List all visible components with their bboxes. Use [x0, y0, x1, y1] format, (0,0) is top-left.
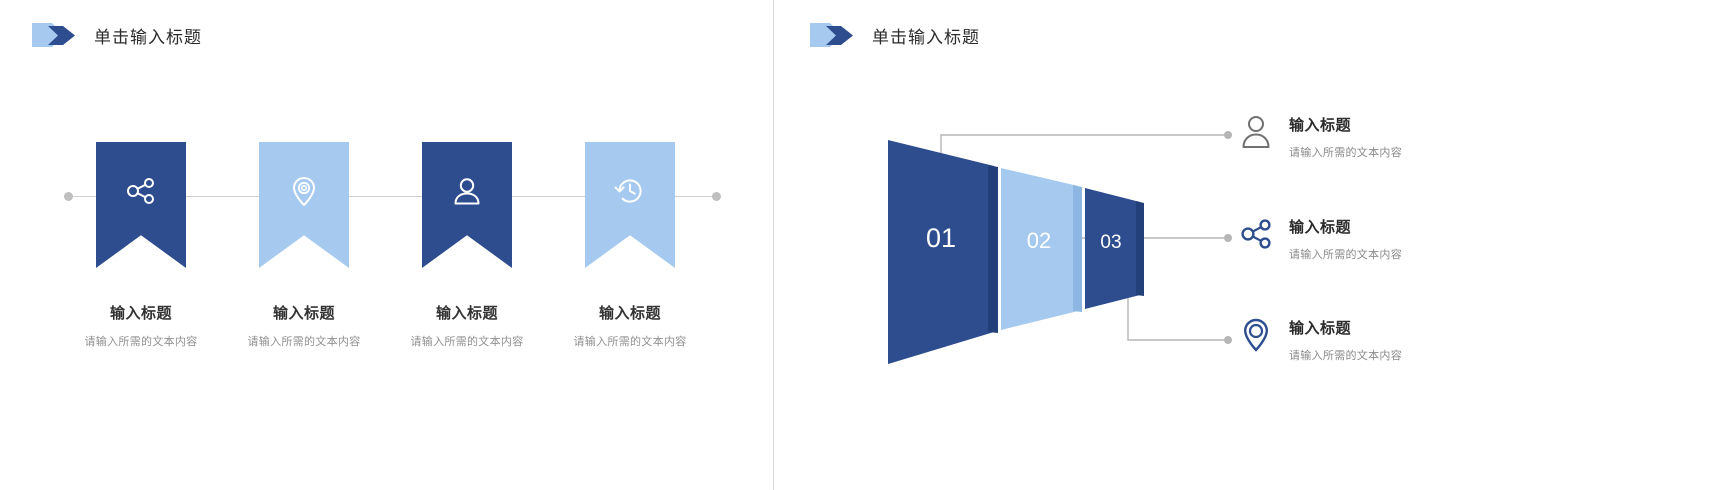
share-icon — [124, 174, 158, 208]
funnel-info-item-3[interactable]: 输入标题 请输入所需的文本内容 — [1239, 315, 1402, 363]
timeline-dot-start — [64, 192, 73, 201]
funnel-info-desc-3: 请输入所需的文本内容 — [1289, 350, 1402, 362]
funnel-label-02: 02 — [1027, 228, 1051, 253]
ribbon-banner-1[interactable] — [96, 142, 186, 268]
funnel-chart: 01 02 03 — [888, 140, 1268, 380]
user-icon — [1239, 112, 1273, 152]
funnel-label-03: 03 — [1100, 232, 1121, 253]
funnel-segment-01: 01 — [888, 140, 998, 364]
ribbon-title-1: 输入标题 — [109, 305, 172, 322]
history-clock-icon — [613, 174, 647, 208]
ribbon-title-4: 输入标题 — [598, 305, 661, 322]
ribbon-banner-3[interactable] — [422, 142, 512, 268]
user-icon — [450, 174, 484, 208]
funnel-info-title-2: 输入标题 — [1289, 219, 1352, 236]
slide-divider — [773, 0, 774, 490]
ribbon-timeline: 输入标题 请输入所需的文本内容 输入标题 请输入所需的文本内容 — [0, 0, 773, 490]
ribbon-item-2[interactable]: 输入标题 请输入所需的文本内容 — [216, 142, 392, 349]
timeline-connector-line — [68, 196, 716, 197]
funnel-segment-03: 03 — [1085, 188, 1144, 309]
ribbon-banner-4[interactable] — [585, 142, 675, 268]
location-pin-icon — [287, 174, 321, 208]
right-slide-header: 单击输入标题 — [808, 20, 980, 50]
ribbon-title-3: 输入标题 — [435, 305, 498, 322]
right-slide: 单击输入标题 01 — [773, 0, 1720, 490]
ribbon-item-1[interactable]: 输入标题 请输入所需的文本内容 — [53, 142, 229, 349]
timeline-dot-end — [712, 192, 721, 201]
left-header-title: 单击输入标题 — [94, 27, 202, 47]
funnel-info-item-2[interactable]: 输入标题 请输入所需的文本内容 — [1239, 214, 1402, 262]
ribbon-desc-2: 请输入所需的文本内容 — [247, 336, 361, 348]
location-pin-icon — [1239, 315, 1273, 355]
double-arrow-icon — [30, 20, 78, 50]
ribbon-title-2: 输入标题 — [272, 305, 335, 322]
funnel-segment-02: 02 — [1001, 168, 1082, 330]
funnel-info-title-1: 输入标题 — [1289, 117, 1352, 134]
funnel-info-desc-1: 请输入所需的文本内容 — [1289, 147, 1402, 159]
ribbon-banner-2[interactable] — [259, 142, 349, 268]
funnel-info-desc-2: 请输入所需的文本内容 — [1289, 249, 1402, 261]
ribbon-desc-1: 请输入所需的文本内容 — [84, 336, 198, 348]
right-header-title: 单击输入标题 — [872, 27, 980, 47]
funnel-label-01: 01 — [926, 223, 956, 253]
ribbon-item-4[interactable]: 输入标题 请输入所需的文本内容 — [542, 142, 718, 349]
share-icon — [1239, 214, 1273, 254]
left-slide-header: 单击输入标题 — [30, 20, 202, 50]
ribbon-item-3[interactable]: 输入标题 请输入所需的文本内容 — [379, 142, 555, 349]
double-arrow-icon — [808, 20, 856, 50]
ribbon-desc-4: 请输入所需的文本内容 — [573, 336, 687, 348]
funnel-info-title-3: 输入标题 — [1289, 320, 1352, 337]
funnel-info-item-1[interactable]: 输入标题 请输入所需的文本内容 — [1239, 112, 1402, 160]
ribbon-desc-3: 请输入所需的文本内容 — [410, 336, 524, 348]
